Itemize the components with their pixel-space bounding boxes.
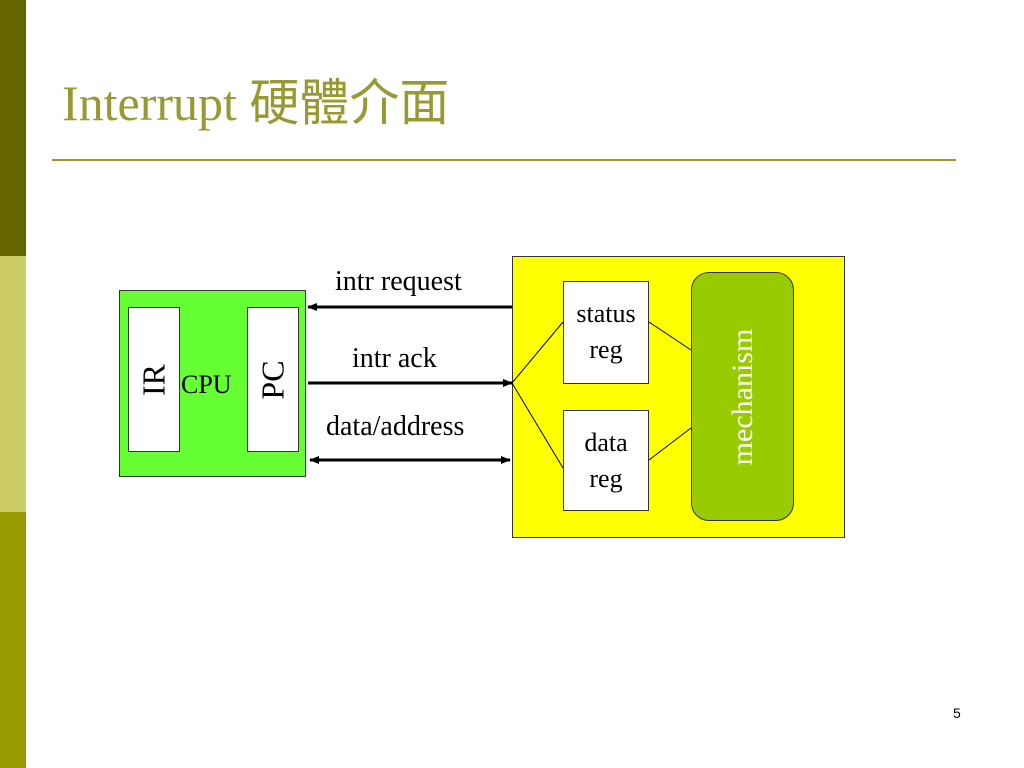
title-divider <box>52 159 956 161</box>
mechanism-label: mechanism <box>725 328 759 465</box>
pc-label: PC <box>254 359 291 400</box>
slide-title: Interrupt 硬體介面 <box>62 75 450 131</box>
sidebar-stripe-middle <box>0 256 26 512</box>
page-number: 5 <box>953 705 961 721</box>
ir-register: IR <box>128 307 180 452</box>
data-reg-line1: data <box>584 428 628 457</box>
data-register: data reg <box>563 410 649 511</box>
intr-ack-label: intr ack <box>352 343 437 374</box>
status-reg-line1: status <box>576 299 636 328</box>
cpu-label: CPU <box>181 370 232 399</box>
status-register: status reg <box>563 281 649 384</box>
pc-register: PC <box>247 307 299 452</box>
intr-request-label: intr request <box>335 266 462 297</box>
ir-label: IR <box>135 363 172 396</box>
sidebar-stripe-bottom <box>0 512 26 768</box>
status-reg-line2: reg <box>589 335 623 364</box>
data-reg-line2: reg <box>589 464 623 493</box>
data-address-label: data/address <box>326 411 465 442</box>
mechanism-block: mechanism <box>691 272 794 521</box>
device-controller-block <box>512 256 845 538</box>
sidebar-stripe-top <box>0 0 26 256</box>
